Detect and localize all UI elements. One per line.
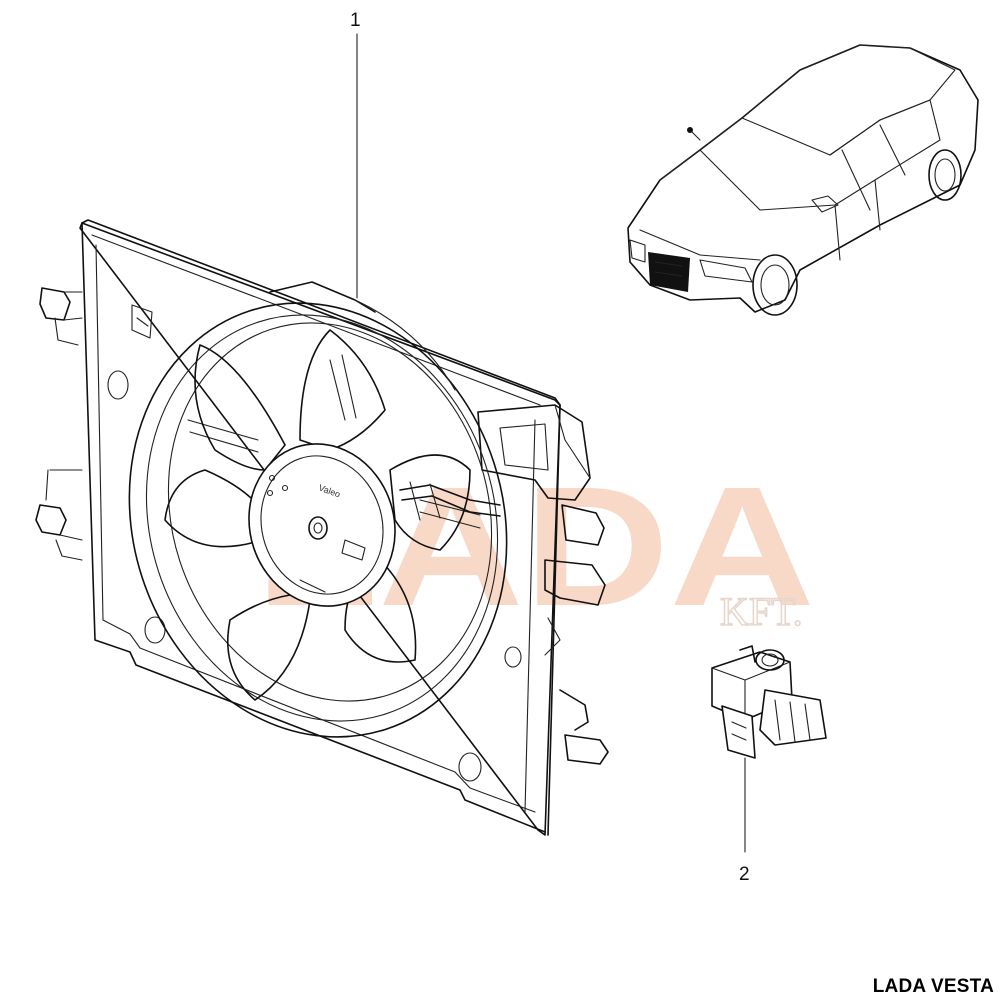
model-title: LADA VESTA [872,976,994,997]
callout-number-1: 1 [350,10,361,31]
watermark-subtext: KFT. [720,589,803,634]
fan-shroud-assembly[interactable]: Valeo [35,219,609,836]
fan-resistor-block[interactable] [711,645,827,761]
callout-2: 2 [739,759,750,885]
callout-number-2: 2 [739,864,750,885]
vehicle-location-sketch [627,44,979,316]
callout-1: 1 [350,10,361,299]
